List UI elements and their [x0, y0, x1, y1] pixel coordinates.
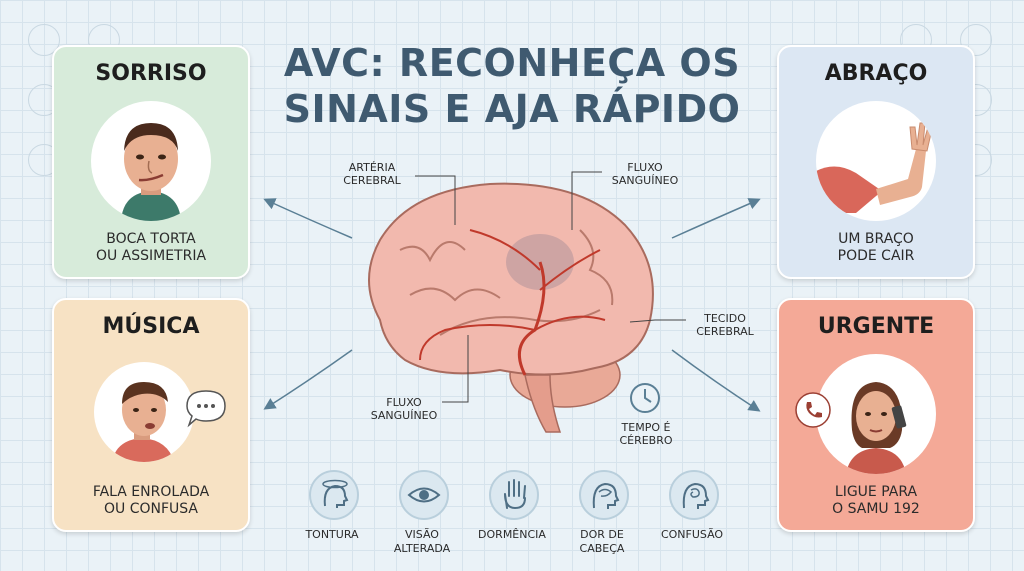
card-speech: MÚSICA FALA ENROLADA OU CONFUSA	[52, 298, 250, 532]
card-speech-title: MÚSICA	[102, 314, 200, 339]
clock-icon	[630, 383, 660, 413]
symptom-confusion-label: CONFUSÃO	[660, 528, 724, 541]
symptom-headache-label: DOR DE CABEÇA	[579, 528, 625, 555]
symptom-dizziness-label: TONTURA	[305, 528, 359, 541]
brain-illustration	[368, 182, 654, 433]
eye-icon	[407, 487, 441, 503]
speaking-face-icon	[112, 382, 174, 462]
card-urgent: URGENTE LIGUE PARA O SAMU 192	[777, 298, 975, 532]
arm-illustration	[816, 101, 936, 221]
card-urgent-title: URGENTE	[817, 314, 935, 339]
face-illustration	[91, 101, 211, 221]
symptom-vision-circle	[399, 470, 449, 520]
symptom-numbness-label: DORMÊNCIA	[478, 528, 546, 541]
raised-arm-icon	[816, 122, 933, 213]
label-time-is-brain: TEMPO É CÉREBRO	[619, 421, 673, 447]
head-pain-icon	[592, 482, 620, 509]
dizziness-icon	[322, 479, 349, 508]
speaking-person-illustration	[94, 362, 194, 462]
card-arm-desc: UM BRAÇO PODE CAIR	[837, 231, 915, 264]
label-flow-bottom: FLUXO SANGUÍNEO	[370, 396, 438, 422]
card-smile-title: SORRISO	[95, 61, 207, 86]
card-smile-desc: BOCA TORTA OU ASSIMETRIA	[95, 231, 207, 264]
heart-outline-icon	[960, 24, 992, 56]
page-title: AVC: RECONHEÇA OS SINAIS E AJA RÁPIDO	[283, 41, 741, 131]
brainstem	[524, 374, 562, 433]
card-speech-desc: FALA ENROLADA OU CONFUSA	[92, 484, 210, 517]
label-tissue: TECIDO CEREBRAL	[696, 312, 754, 338]
crooked-smile-face-icon	[121, 123, 181, 221]
symptom-numbness-circle	[489, 470, 539, 520]
symptom-headache-circle	[579, 470, 629, 520]
head-confusion-icon	[682, 482, 710, 509]
card-arm: ABRAÇO UM BRAÇO PODE CAIR	[777, 45, 975, 279]
card-smile: SORRISO BOCA TORTA OU ASSIMETRIA	[52, 45, 250, 279]
card-urgent-desc: LIGUE PARA O SAMU 192	[832, 484, 920, 517]
symptom-dizziness-circle	[309, 470, 359, 520]
phone-call-icon	[795, 392, 831, 428]
person-on-phone-icon	[846, 382, 907, 474]
label-flow-top: FLUXO SANGUÍNEO	[611, 161, 679, 187]
symptom-confusion-circle	[669, 470, 719, 520]
speech-bubble-icon	[186, 390, 226, 428]
hand-icon	[504, 479, 526, 510]
card-arm-title: ABRAÇO	[824, 61, 928, 86]
symptom-vision-label: VISÃO ALTERADA	[393, 528, 451, 555]
caller-illustration	[816, 354, 936, 474]
label-artery: ARTÉRIA CEREBRAL	[343, 161, 401, 187]
brain-outline-icon	[28, 24, 60, 56]
